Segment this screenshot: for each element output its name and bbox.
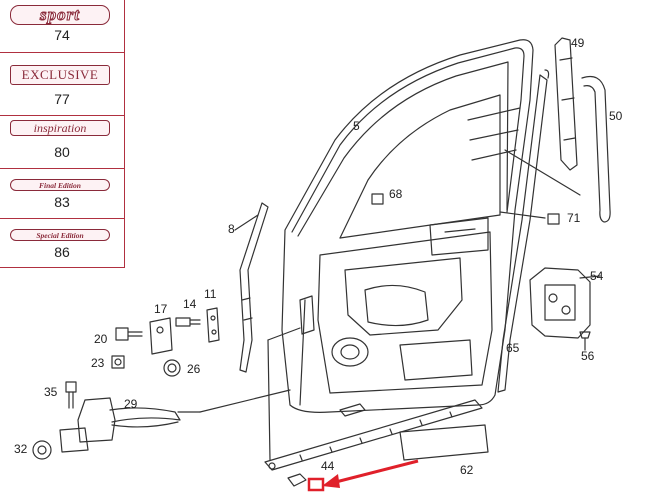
plate-11[interactable] (206, 307, 220, 343)
emblem-badge-inspiration: inspiration (10, 120, 110, 136)
callout-71[interactable]: 71 (567, 211, 581, 225)
hinge-bracket-17[interactable] (149, 317, 173, 355)
callout-68[interactable]: 68 (389, 187, 403, 201)
weatherstrip[interactable] (581, 75, 611, 223)
emblem-number: 86 (54, 244, 70, 260)
emblem-cell-exclusive[interactable]: EXCLUSIVE 77 (0, 53, 124, 116)
bolt-35[interactable] (65, 381, 77, 409)
window-trim[interactable] (554, 37, 578, 171)
highlight-box[interactable] (307, 477, 325, 492)
emblem-number: 77 (54, 91, 70, 107)
emblem-cell-final-edition[interactable]: Final Edition 83 (0, 169, 124, 219)
emblem-cell-special-edition[interactable]: Special Edition 86 (0, 219, 124, 268)
bolt-14[interactable] (175, 317, 201, 327)
door-lock-assembly[interactable] (529, 267, 601, 339)
nut-23[interactable] (111, 355, 125, 369)
sill-trim-strip[interactable] (264, 399, 483, 471)
emblem-cell-sport[interactable]: sport 74 (0, 0, 124, 53)
callout-8[interactable]: 8 (228, 222, 235, 236)
marker-68[interactable] (371, 193, 384, 205)
callout-14[interactable]: 14 (183, 297, 197, 311)
door-hinge-assembly[interactable] (59, 397, 201, 453)
callout-50[interactable]: 50 (609, 109, 623, 123)
callout-44[interactable]: 44 (321, 459, 335, 473)
callout-54[interactable]: 54 (590, 269, 604, 283)
callout-65[interactable]: 65 (506, 341, 520, 355)
marker-71[interactable] (547, 213, 560, 225)
door-check-strap[interactable] (234, 202, 269, 373)
emblem-number: 74 (54, 27, 70, 43)
callout-32[interactable]: 32 (14, 442, 28, 456)
emblem-badge-exclusive: EXCLUSIVE (10, 65, 110, 85)
door-shell[interactable] (281, 39, 534, 413)
emblem-panel: sport 74 EXCLUSIVE 77 inspiration 80 Fin… (0, 0, 125, 268)
emblem-badge-special-edition: Special Edition (10, 229, 110, 241)
nut-26[interactable] (163, 359, 181, 377)
callout-49[interactable]: 49 (571, 36, 585, 50)
protective-foil[interactable] (399, 424, 489, 461)
emblem-number: 83 (54, 194, 70, 210)
callout-56[interactable]: 56 (581, 349, 595, 363)
callout-29[interactable]: 29 (124, 397, 138, 411)
callout-20[interactable]: 20 (94, 332, 108, 346)
callout-26[interactable]: 26 (187, 362, 201, 376)
glass-run-channel[interactable] (497, 69, 550, 393)
screw-56[interactable] (579, 331, 591, 351)
emblem-badge-sport: sport (10, 5, 110, 25)
callout-35[interactable]: 35 (44, 385, 58, 399)
emblem-cell-inspiration[interactable]: inspiration 80 (0, 116, 124, 169)
clip-44[interactable] (287, 473, 307, 487)
emblem-number: 80 (54, 144, 70, 160)
grommet-32[interactable] (32, 440, 52, 460)
callout-5[interactable]: 5 (353, 119, 360, 133)
callout-62[interactable]: 62 (460, 463, 474, 477)
callout-17[interactable]: 17 (154, 302, 168, 316)
emblem-badge-final-edition: Final Edition (10, 179, 110, 191)
callout-11[interactable]: 11 (204, 287, 217, 301)
highlight-arrow (307, 459, 419, 492)
bolt-20[interactable] (115, 327, 143, 341)
callout-23[interactable]: 23 (91, 356, 105, 370)
